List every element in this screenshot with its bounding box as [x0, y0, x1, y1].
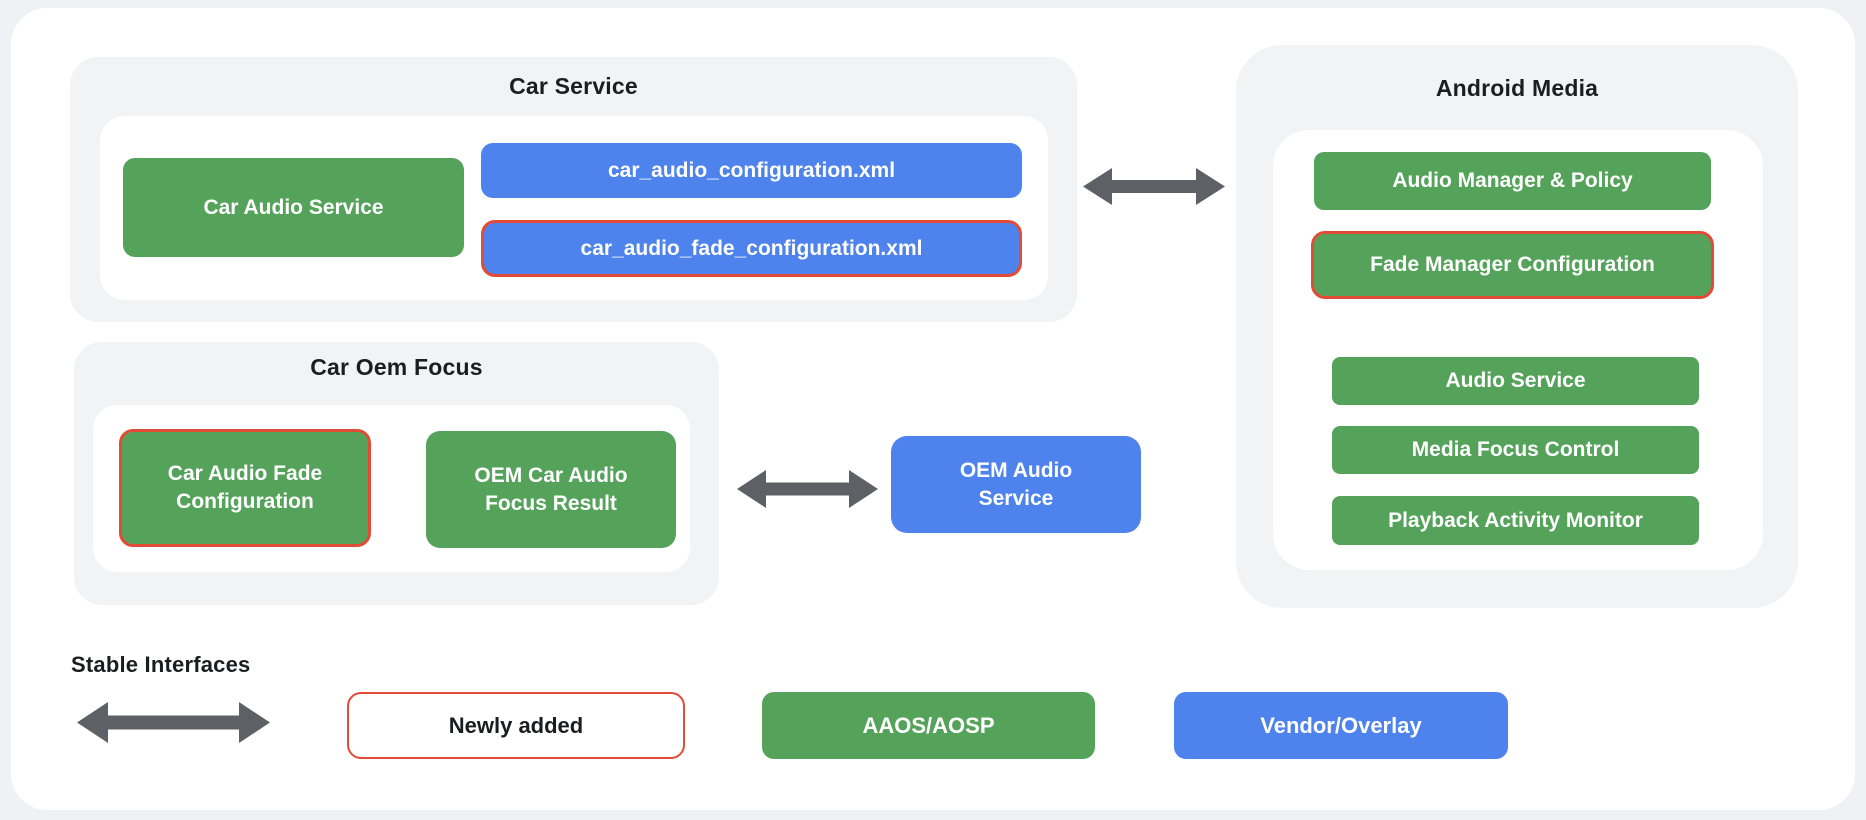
legend-vendor-overlay: Vendor/Overlay [1174, 692, 1508, 759]
playback-activity-monitor-label: Playback Activity Monitor [1388, 508, 1643, 532]
diagram-canvas: Car Service Car Audio Service car_audio_… [11, 8, 1855, 810]
playback-activity-monitor-box: Playback Activity Monitor [1332, 496, 1699, 545]
android-media-inner-box: Audio Manager & Policy Fade Manager Conf… [1273, 130, 1763, 570]
aaos-aosp-label: AAOS/AOSP [862, 712, 995, 738]
car-audio-fade-configuration-xml-label: car_audio_fade_configuration.xml [580, 236, 923, 260]
fade-manager-configuration-label: Fade Manager Configuration [1370, 253, 1655, 277]
car-audio-fade-configuration-xml-box: car_audio_fade_configuration.xml [481, 220, 1022, 277]
legend-aaos-aosp: AAOS/AOSP [762, 692, 1095, 759]
car-audio-configuration-xml-label: car_audio_configuration.xml [607, 158, 896, 182]
car-audio-service-box: Car Audio Service [123, 158, 464, 257]
audio-service-box: Audio Service [1332, 357, 1699, 405]
legend-newly-added: Newly added [347, 692, 685, 759]
car-service-panel: Car Service Car Audio Service car_audio_… [70, 57, 1077, 322]
car-audio-service-label: Car Audio Service [203, 195, 384, 219]
car-oem-focus-panel: Car Oem Focus Car Audio Fade Configurati… [74, 342, 719, 605]
car-audio-configuration-xml-box: car_audio_configuration.xml [481, 143, 1022, 198]
audio-service-label: Audio Service [1445, 369, 1586, 393]
oem-car-audio-focus-result-box: OEM Car Audio Focus Result [426, 431, 676, 548]
audio-manager-policy-box: Audio Manager & Policy [1314, 152, 1711, 210]
vendor-overlay-label: Vendor/Overlay [1260, 712, 1422, 738]
car-service-inner-box: Car Audio Service car_audio_configuratio… [100, 116, 1048, 300]
oem-audio-service-box: OEM Audio Service [891, 436, 1141, 533]
car-oem-focus-inner-box: Car Audio Fade Configuration OEM Car Aud… [93, 405, 690, 572]
android-media-title: Android Media [1435, 75, 1599, 101]
fade-manager-configuration-box: Fade Manager Configuration [1311, 231, 1714, 299]
newly-added-label: Newly added [448, 712, 584, 738]
car-service-title: Car Service [509, 73, 638, 99]
stable-interfaces-arrow-icon [77, 702, 270, 743]
stable-interfaces-label: Stable Interfaces [71, 652, 251, 677]
media-focus-control-box: Media Focus Control [1332, 426, 1699, 474]
media-focus-control-label: Media Focus Control [1411, 438, 1620, 462]
double-arrow-icon [737, 470, 878, 508]
car-oem-focus-title: Car Oem Focus [310, 354, 483, 380]
car-audio-fade-configuration-box: Car Audio Fade Configuration [119, 429, 371, 547]
car-audio-fade-configuration-label: Car Audio Fade Configuration [167, 462, 323, 513]
oem-car-audio-focus-result-label: OEM Car Audio Focus Result [474, 463, 628, 515]
android-media-panel: Android Media Audio Manager & Policy Fad… [1236, 45, 1798, 608]
double-arrow-icon [1083, 168, 1225, 205]
audio-manager-policy-label: Audio Manager & Policy [1392, 169, 1633, 193]
oem-audio-service-label: OEM Audio Service [959, 458, 1073, 510]
